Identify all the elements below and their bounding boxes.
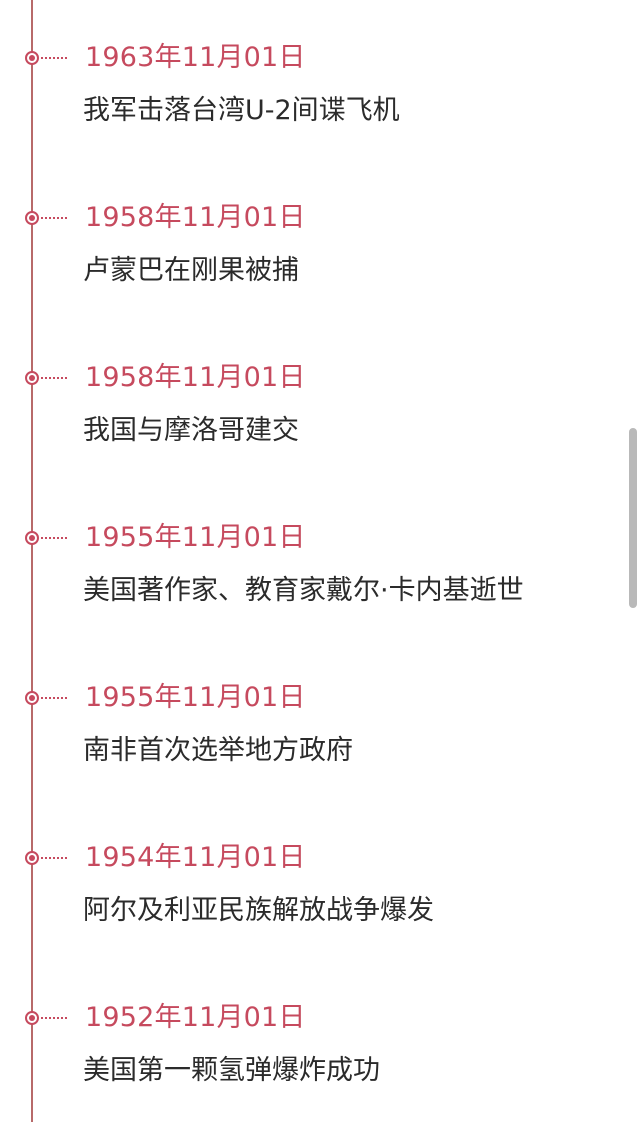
timeline-event[interactable]: 1952年11月01日 美国第一颗氢弹爆炸成功 (0, 960, 600, 1120)
timeline-event[interactable]: 1958年11月01日 卢蒙巴在刚果被捕 (0, 160, 600, 320)
dotted-connector (41, 57, 67, 59)
timeline-axis-line (31, 0, 33, 1122)
dotted-connector (41, 537, 67, 539)
timeline-dot-icon (25, 211, 39, 225)
timeline-event[interactable]: 1955年11月01日 南非首次选举地方政府 (0, 640, 600, 800)
event-date: 1958年11月01日 (85, 362, 306, 393)
dotted-connector (41, 857, 67, 859)
timeline-dot-icon (25, 691, 39, 705)
event-title[interactable]: 阿尔及利亚民族解放战争爆发 (83, 895, 434, 926)
timeline-event[interactable]: 1963年11月01日 我军击落台湾U-2间谍飞机 (0, 0, 600, 160)
event-date: 1955年11月01日 (85, 682, 306, 713)
dotted-connector (41, 217, 67, 219)
event-title[interactable]: 我军击落台湾U-2间谍飞机 (83, 95, 400, 126)
timeline-dot-icon (25, 531, 39, 545)
timeline-dot-icon (25, 1011, 39, 1025)
timeline-event[interactable]: 1958年11月01日 我国与摩洛哥建交 (0, 320, 600, 480)
dotted-connector (41, 377, 67, 379)
event-title[interactable]: 美国著作家、教育家戴尔·卡内基逝世 (83, 575, 524, 606)
timeline-dot-icon (25, 371, 39, 385)
event-title[interactable]: 南非首次选举地方政府 (83, 735, 353, 766)
timeline-event[interactable]: 1955年11月01日 美国著作家、教育家戴尔·卡内基逝世 (0, 480, 600, 640)
timeline-dot-icon (25, 51, 39, 65)
event-date: 1954年11月01日 (85, 842, 306, 873)
event-date: 1952年11月01日 (85, 1002, 306, 1033)
timeline-dot-icon (25, 851, 39, 865)
vertical-scrollbar-thumb[interactable] (629, 428, 637, 608)
dotted-connector (41, 697, 67, 699)
event-title[interactable]: 卢蒙巴在刚果被捕 (83, 255, 299, 286)
event-date: 1958年11月01日 (85, 202, 306, 233)
event-date: 1955年11月01日 (85, 522, 306, 553)
event-title[interactable]: 美国第一颗氢弹爆炸成功 (83, 1055, 380, 1086)
dotted-connector (41, 1017, 67, 1019)
timeline-event[interactable]: 1954年11月01日 阿尔及利亚民族解放战争爆发 (0, 800, 600, 960)
event-title[interactable]: 我国与摩洛哥建交 (83, 415, 299, 446)
event-date: 1963年11月01日 (85, 42, 306, 73)
